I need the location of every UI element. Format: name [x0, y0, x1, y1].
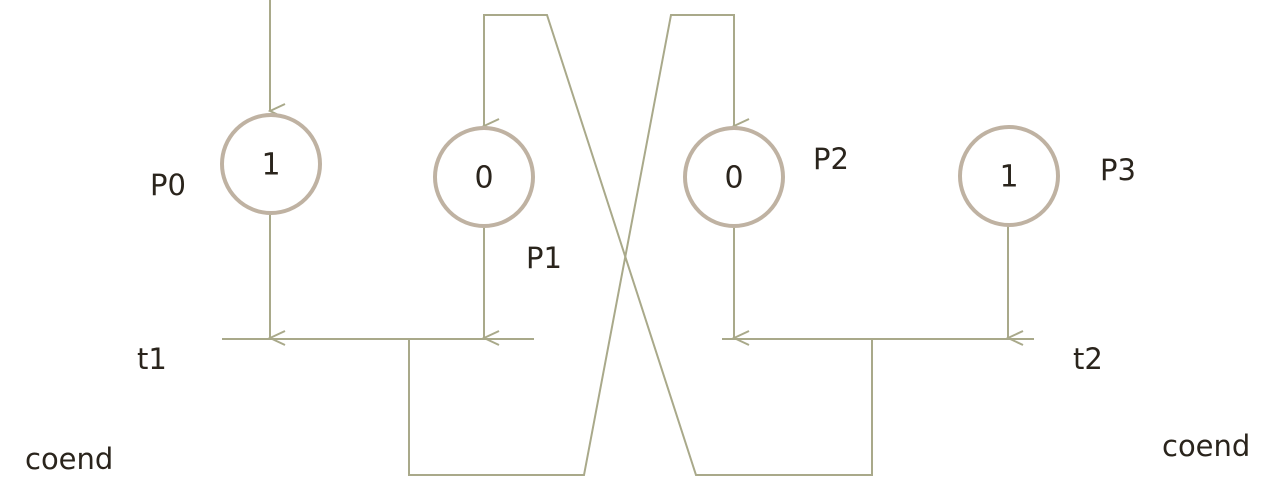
place-p3	[958, 125, 1060, 227]
token-count-p1: 0	[474, 161, 493, 196]
place-p1	[433, 126, 535, 228]
place-label-p1: P1	[526, 241, 562, 275]
token-count-p3: 1	[999, 160, 1018, 195]
place-label-p2: P2	[813, 142, 849, 176]
transition-label-t2: t2	[1073, 342, 1103, 376]
transition-label-t1: t1	[137, 342, 167, 376]
coend-label-left: coend	[25, 442, 113, 476]
arc-t2-to-p1	[484, 14, 873, 476]
place-label-p0: P0	[150, 168, 186, 202]
token-count-p0: 1	[261, 148, 280, 183]
place-label-p3: P3	[1100, 153, 1136, 187]
place-p0	[220, 113, 322, 215]
place-p2	[683, 126, 785, 228]
arc-t1-to-p2	[408, 14, 734, 476]
token-count-p2: 0	[724, 161, 743, 196]
coend-label-right: coend	[1162, 429, 1250, 463]
